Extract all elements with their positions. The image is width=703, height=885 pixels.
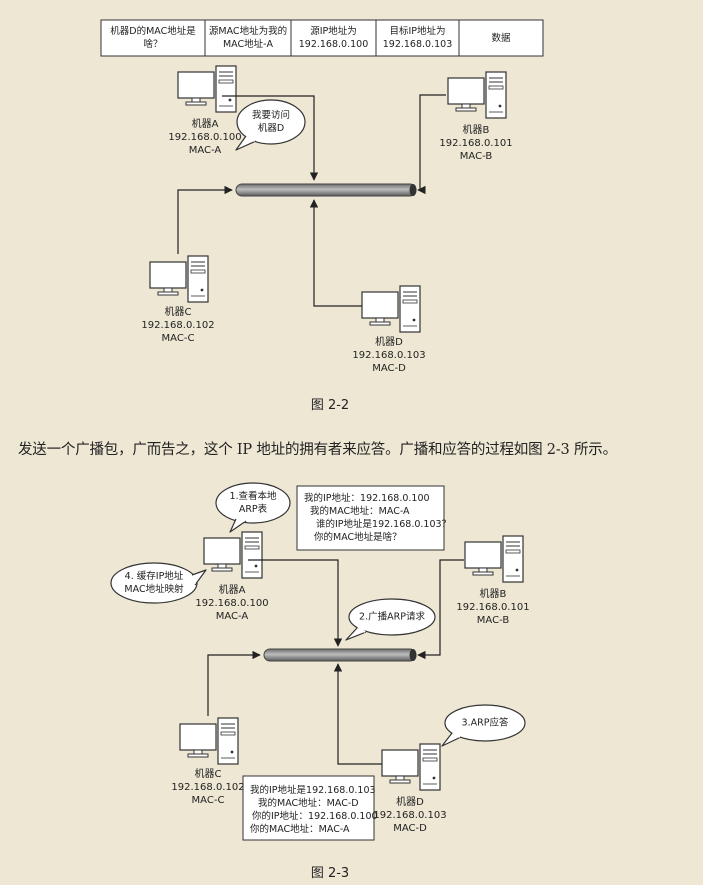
bubble-arp-reply: 3.ARP应答 bbox=[461, 717, 509, 729]
machine-a-mac-2: MAC-A bbox=[215, 611, 249, 622]
bubble-visit-d: 我要访问机器D bbox=[251, 110, 291, 134]
request-line-my-mac: 我的MAC地址：MAC-A bbox=[310, 506, 410, 517]
figure-caption-2-3: 图 2-3 bbox=[310, 866, 350, 881]
request-line-who-has: 谁的IP地址是192.168.0.103？ bbox=[316, 519, 452, 530]
bubble-broadcast-request: 2.广播ARP请求 bbox=[359, 611, 425, 623]
machine-d-computer bbox=[361, 285, 421, 333]
machine-b-computer-2 bbox=[464, 535, 524, 583]
request-line-my-ip: 我的IP地址：192.168.0.100 bbox=[304, 493, 430, 504]
machine-a-computer bbox=[177, 65, 237, 113]
machine-d-mac-2: MAC-D bbox=[393, 823, 427, 834]
machine-b-label-2: 机器B 192.168.0.101 MAC-B bbox=[456, 588, 529, 627]
machine-a-name: 机器A bbox=[191, 119, 219, 130]
machine-b-ip-2: 192.168.0.101 bbox=[456, 602, 530, 613]
machine-a-label-2: 机器A 192.168.0.100 MAC-A bbox=[195, 584, 268, 623]
machine-a-label: 机器A 192.168.0.100 MAC-A bbox=[168, 118, 241, 157]
reply-line-your-ip: 你的IP地址：192.168.0.100 bbox=[252, 811, 378, 822]
header-cell-data: 数据 bbox=[491, 32, 511, 44]
header-cell-question: 机器D的MAC地址是啥？ bbox=[110, 26, 196, 50]
machine-b-mac: MAC-B bbox=[459, 151, 493, 162]
machine-c-computer bbox=[149, 255, 209, 303]
machine-c-computer-2 bbox=[179, 717, 239, 765]
machine-a-mac: MAC-A bbox=[188, 145, 222, 156]
reply-line-your-mac: 你的MAC地址：MAC-A bbox=[250, 824, 350, 835]
arp-reply-box: 我的IP地址是192.168.0.103 我的MAC地址：MAC-D 你的IP地… bbox=[250, 784, 378, 836]
machine-b-computer bbox=[447, 71, 507, 119]
machine-d-mac: MAC-D bbox=[372, 363, 406, 374]
machine-d-label: 机器D 192.168.0.103 MAC-D bbox=[352, 336, 425, 375]
machine-b-label: 机器B 192.168.0.101 MAC-B bbox=[439, 124, 512, 163]
machine-c-label: 机器C 192.168.0.102 MAC-C bbox=[141, 306, 214, 345]
machine-b-mac-2: MAC-B bbox=[476, 615, 510, 626]
machine-d-label-2: 机器D 192.168.0.103 MAC-D bbox=[373, 796, 446, 835]
machine-b-name-2: 机器B bbox=[479, 589, 507, 600]
machine-b-ip: 192.168.0.101 bbox=[439, 138, 513, 149]
machine-d-computer-2 bbox=[381, 743, 441, 791]
machine-d-ip-2: 192.168.0.103 bbox=[373, 810, 447, 821]
machine-d-name: 机器D bbox=[375, 337, 403, 348]
machine-c-name: 机器C bbox=[164, 307, 192, 318]
arp-request-box: 我的IP地址：192.168.0.100 我的MAC地址：MAC-A 谁的IP地… bbox=[304, 492, 451, 544]
machine-a-computer-2 bbox=[203, 531, 263, 579]
machine-d-name-2: 机器D bbox=[396, 797, 424, 808]
reply-line-my-mac: 我的MAC地址：MAC-D bbox=[258, 798, 359, 809]
request-line-your-mac: 你的MAC地址是啥？ bbox=[314, 532, 402, 543]
machine-c-ip: 192.168.0.102 bbox=[141, 320, 215, 331]
machine-c-mac-2: MAC-C bbox=[191, 795, 225, 806]
machine-c-label-2: 机器C 192.168.0.102 MAC-C bbox=[171, 768, 244, 807]
machine-c-ip-2: 192.168.0.102 bbox=[171, 782, 245, 793]
machine-a-ip: 192.168.0.100 bbox=[168, 132, 242, 143]
machine-d-ip: 192.168.0.103 bbox=[352, 350, 426, 361]
machine-a-name-2: 机器A bbox=[218, 585, 246, 596]
machine-b-name: 机器B bbox=[462, 125, 490, 136]
machine-a-ip-2: 192.168.0.100 bbox=[195, 598, 269, 609]
machine-c-name-2: 机器C bbox=[194, 769, 222, 780]
figure-caption-2-2: 图 2-2 bbox=[310, 398, 350, 413]
body-paragraph: 发送一个广播包，广而告之，这个 IP 地址的拥有者来应答。广播和应答的过程如图 … bbox=[18, 442, 617, 458]
reply-line-my-ip: 我的IP地址是192.168.0.103 bbox=[250, 785, 376, 796]
machine-c-mac: MAC-C bbox=[161, 333, 195, 344]
